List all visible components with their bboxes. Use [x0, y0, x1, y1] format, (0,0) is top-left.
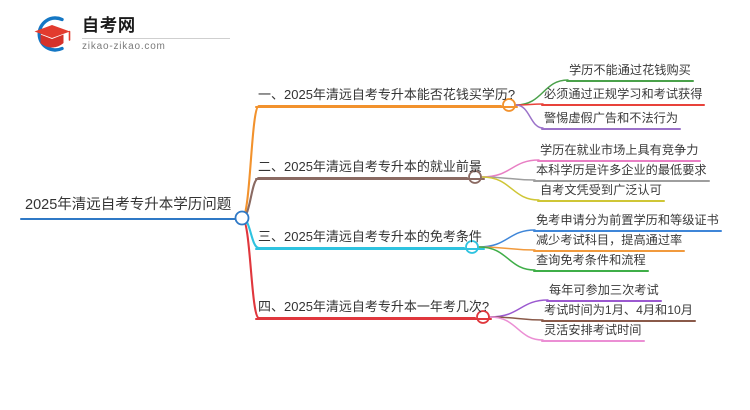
leaf-node-4-3-label: 灵活安排考试时间: [544, 323, 642, 337]
branch-node-3-underline: [255, 248, 485, 250]
leaf-node-3-2-label: 减少考试科目，提高通过率: [536, 233, 683, 247]
leaf-node-4-1-label: 每年可参加三次考试: [549, 283, 659, 297]
leaf-node-2-1-label: 学历在就业市场上具有竞争力: [540, 143, 699, 157]
leaf-node-3-1-underline: [533, 230, 722, 232]
leaf-node-2-3[interactable]: 自考文凭受到广泛认可: [537, 182, 665, 202]
leaf-node-3-3-label: 查询免考条件和流程: [536, 253, 646, 267]
root-node-label: 2025年清远自考专升本学历问题: [25, 197, 232, 213]
leaf-node-1-1-label: 学历不能通过花钱购买: [569, 63, 691, 77]
branch-node-2[interactable]: 二、2025年清远自考专升本的就业前景: [255, 158, 485, 180]
graduation-cap-icon: [30, 12, 76, 56]
link-branch-leaf-4-2: [489, 316, 544, 321]
leaf-node-1-3[interactable]: 警惕虚假广告和不法行为: [541, 110, 682, 130]
leaf-node-4-1[interactable]: 每年可参加三次考试: [546, 282, 662, 302]
leaf-node-1-2-underline: [541, 104, 706, 106]
leaf-node-3-1[interactable]: 免考申请分为前置学历和等级证书: [533, 212, 722, 232]
logo-divider: [82, 37, 230, 39]
leaf-node-2-2-underline: [533, 180, 710, 182]
link-branch-leaf-4-1: [489, 299, 549, 318]
root-node[interactable]: 2025年清远自考专升本学历问题: [20, 196, 237, 220]
leaf-node-4-2-underline: [541, 320, 696, 322]
leaf-node-4-1-underline: [546, 300, 662, 302]
link-branch-leaf-2-3: [481, 176, 540, 201]
logo-domain: zikao-zikao.com: [82, 40, 166, 52]
branch-node-1-underline: [255, 106, 519, 108]
leaf-node-2-2-label: 本科学历是许多企业的最低要求: [536, 163, 707, 177]
leaf-node-4-3[interactable]: 灵活安排考试时间: [541, 322, 645, 342]
link-root-branch-2: [240, 176, 261, 220]
branch-node-1[interactable]: 一、2025年清远自考专升本能否花钱买学历?: [255, 86, 519, 108]
link-branch-leaf-2-1: [481, 159, 540, 178]
branch-node-2-label: 二、2025年清远自考专升本的就业前景: [258, 159, 482, 174]
logo-title: 自考网: [82, 15, 136, 35]
branch-node-4-label: 四、2025年清远自考专升本一年考几次?: [258, 299, 490, 314]
branch-node-3[interactable]: 三、2025年清远自考专升本的免考条件: [255, 228, 485, 250]
branch-node-2-underline: [255, 178, 485, 180]
link-branch-leaf-4-3: [489, 316, 544, 341]
link-branch-leaf-3-1: [478, 229, 536, 248]
leaf-node-1-3-label: 警惕虚假广告和不法行为: [544, 111, 679, 125]
branch-node-4[interactable]: 四、2025年清远自考专升本一年考几次?: [255, 298, 493, 320]
leaf-node-1-2[interactable]: 必须通过正规学习和考试获得: [541, 86, 706, 106]
leaf-node-2-3-underline: [537, 200, 665, 202]
leaf-node-2-3-label: 自考文凭受到广泛认可: [540, 183, 662, 197]
leaf-node-4-3-underline: [541, 340, 645, 342]
leaf-node-3-1-label: 免考申请分为前置学历和等级证书: [536, 213, 719, 227]
leaf-node-3-3-underline: [533, 270, 649, 272]
leaf-node-2-1-underline: [537, 160, 702, 162]
leaf-node-1-2-label: 必须通过正规学习和考试获得: [544, 87, 703, 101]
leaf-node-3-3[interactable]: 查询免考条件和流程: [533, 252, 649, 272]
branch-node-3-label: 三、2025年清远自考专升本的免考条件: [258, 229, 482, 244]
leaf-node-1-3-underline: [541, 128, 682, 130]
site-logo: 自考网 zikao-zikao.com: [30, 12, 230, 56]
leaf-node-2-2[interactable]: 本科学历是许多企业的最低要求: [533, 162, 710, 182]
leaf-node-4-2[interactable]: 考试时间为1月、4月和10月: [541, 302, 696, 322]
link-branch-leaf-3-2: [478, 246, 536, 251]
leaf-node-4-2-label: 考试时间为1月、4月和10月: [544, 303, 693, 317]
link-branch-leaf-1-2: [515, 103, 544, 106]
leaf-node-1-1[interactable]: 学历不能通过花钱购买: [566, 62, 694, 82]
leaf-node-3-2[interactable]: 减少考试科目，提高通过率: [533, 232, 686, 252]
leaf-node-1-1-underline: [566, 80, 694, 82]
link-branch-leaf-1-3: [515, 104, 544, 129]
leaf-node-3-2-underline: [533, 250, 686, 252]
root-dot[interactable]: [234, 210, 250, 226]
branch-node-4-underline: [255, 318, 493, 320]
root-node-underline: [20, 218, 237, 220]
branch-node-1-label: 一、2025年清远自考专升本能否花钱买学历?: [258, 87, 516, 102]
link-branch-leaf-3-3: [478, 246, 536, 271]
link-branch-leaf-2-2: [481, 176, 536, 181]
leaf-node-2-1[interactable]: 学历在就业市场上具有竞争力: [537, 142, 702, 162]
logo-text-block: 自考网 zikao-zikao.com: [82, 16, 230, 53]
